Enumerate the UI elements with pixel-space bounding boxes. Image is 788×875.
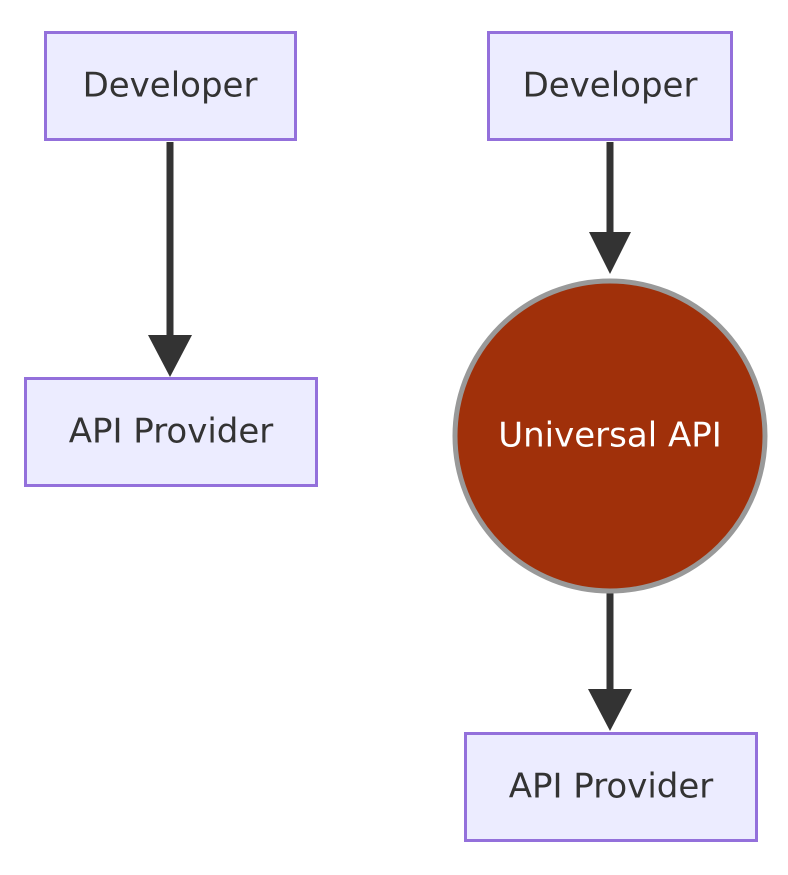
node-label: Universal API <box>498 416 722 456</box>
arrowhead-icon <box>148 335 192 377</box>
node-box-shape[interactable] <box>464 732 758 842</box>
edge-left-developer-to-api-provider <box>148 142 192 377</box>
arrowhead-icon <box>589 232 631 274</box>
node-right-developer[interactable]: Developer <box>487 31 733 141</box>
node-left-developer[interactable]: Developer <box>44 31 297 141</box>
node-box-shape[interactable] <box>44 31 297 141</box>
node-left-api-provider[interactable]: API Provider <box>24 377 318 487</box>
node-box-shape[interactable] <box>24 377 318 487</box>
right-flow-group: Developer Universal API API Provider <box>452 31 768 842</box>
node-universal-api[interactable]: Universal API <box>452 278 768 594</box>
node-label: API Provider <box>69 412 274 452</box>
edge-universal-api-to-right-api-provider <box>588 588 632 731</box>
node-label: Developer <box>83 66 258 106</box>
arrowhead-icon <box>588 689 632 731</box>
node-label: Developer <box>523 66 698 106</box>
node-circle-shape[interactable] <box>452 278 768 594</box>
node-right-api-provider[interactable]: API Provider <box>464 732 758 842</box>
node-label: API Provider <box>509 767 714 807</box>
edge-right-developer-to-universal-api <box>589 142 631 274</box>
left-flow-group: Developer API Provider <box>24 31 318 487</box>
node-box-shape[interactable] <box>487 31 733 141</box>
